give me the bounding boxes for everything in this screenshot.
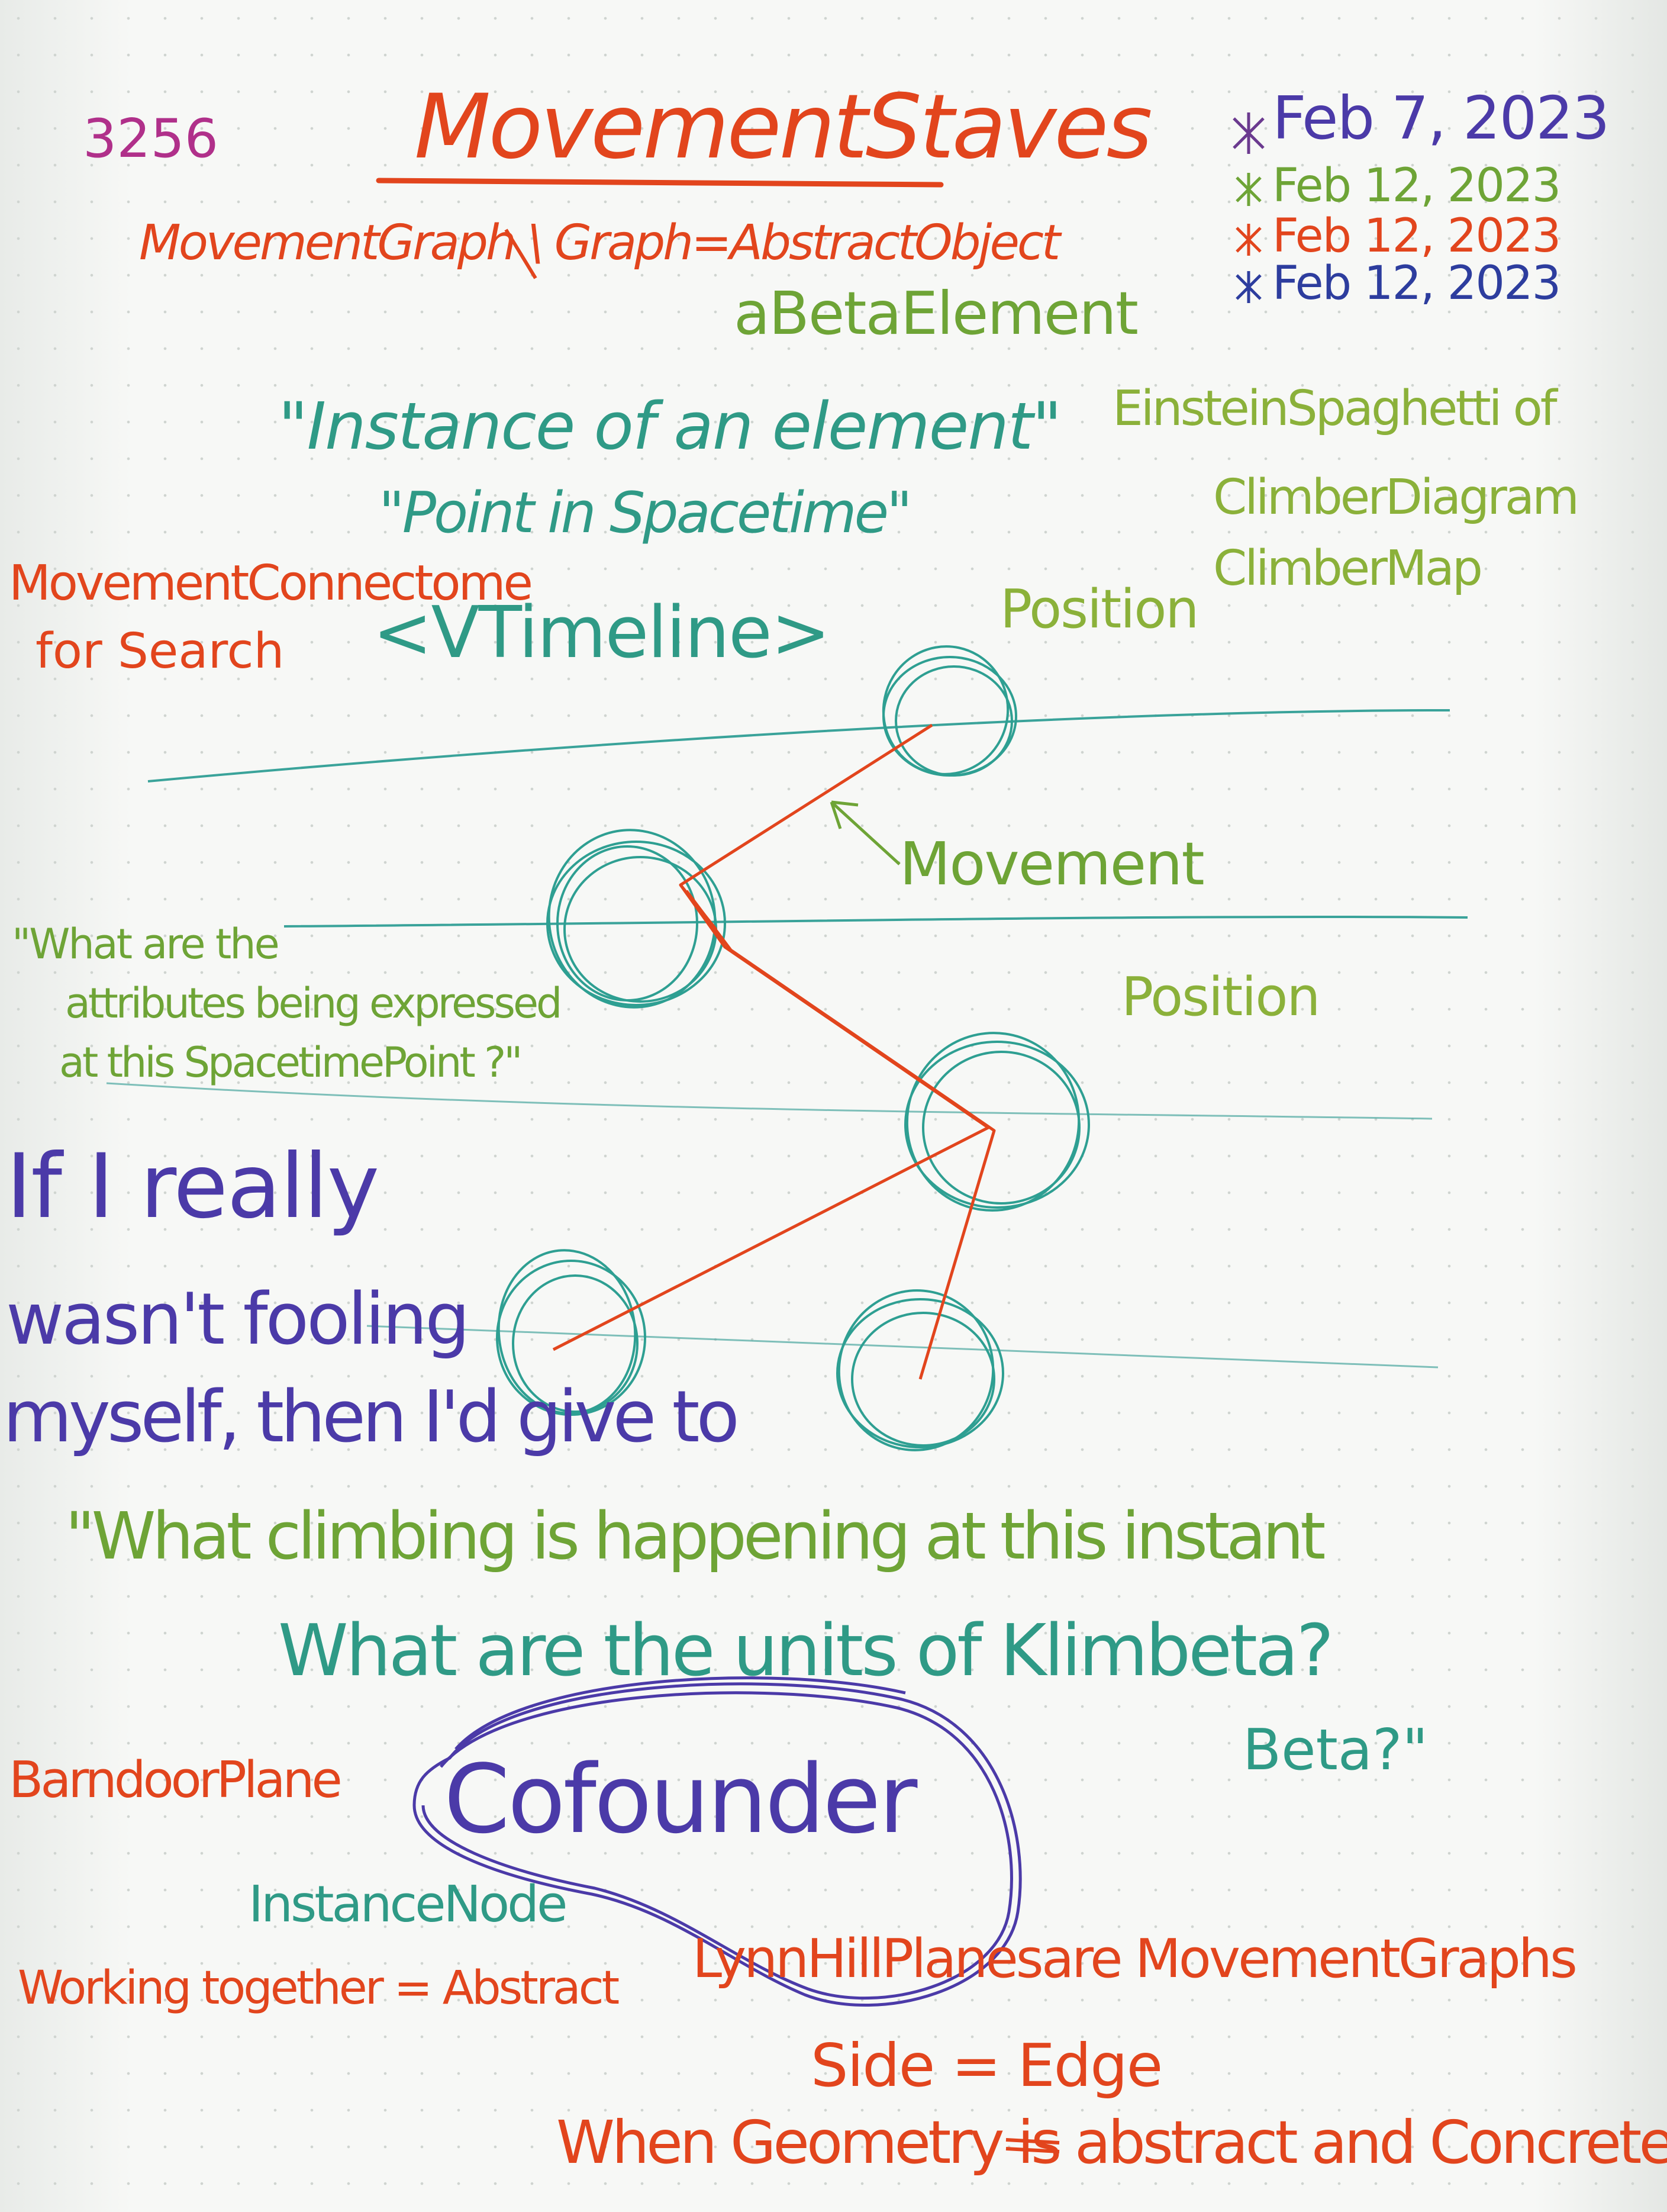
- spaghetti-line-1: EinsteinSpaghetti of: [1113, 381, 1558, 437]
- date-stars: [1233, 112, 1265, 303]
- subtitle-divider: [504, 228, 537, 279]
- position-circle-top: [882, 645, 1017, 777]
- staff-line: [283, 915, 1468, 928]
- connectome-line-2: for Search: [36, 623, 285, 680]
- date-2: Feb 12, 2023: [1272, 159, 1561, 212]
- position-circle-right: [904, 1032, 1090, 1212]
- side-edge: Side = Edge: [811, 2031, 1163, 2100]
- subtitle-line: MovementGraph \ Graph=AbstractObject: [139, 215, 1060, 271]
- movement-arrow: [830, 800, 901, 865]
- staff-line: [366, 1325, 1439, 1369]
- beta-element-label: aBetaElement: [734, 279, 1139, 348]
- date-1: Feb 7, 2023: [1272, 83, 1610, 153]
- position-circle-bottom-left: [496, 1249, 646, 1416]
- units-question: What are the units of Klimbeta?: [278, 1610, 1334, 1692]
- spaghetti-line-2: ClimberDiagram: [1213, 469, 1579, 526]
- fooling-line-3: myself, then I'd give to: [3, 1376, 740, 1458]
- date-3: Feb 12, 2023: [1272, 210, 1561, 263]
- geometry-line: When Geometry is abstract and Concrete: [556, 2108, 1667, 2177]
- position-label-top: Position: [1000, 578, 1199, 640]
- page-title: MovementStaves: [414, 76, 1153, 179]
- scribble: [1005, 2138, 1060, 2153]
- quote-instance: "Instance of an element": [278, 388, 1062, 464]
- beta-question: Beta?": [1243, 1718, 1429, 1783]
- instance-node: InstanceNode: [249, 1875, 568, 1934]
- connectome-line-1: MovementConnectome: [9, 555, 533, 611]
- barndoor-plane: BarndoorPlane: [9, 1751, 343, 1809]
- attributes-question-3: at this SpacetimePoint ?": [59, 1038, 523, 1087]
- fooling-line-1: If I really: [6, 1135, 379, 1238]
- fooling-line-2: wasn't fooling: [6, 1279, 470, 1361]
- spaghetti-line-3: ClimberMap: [1213, 540, 1483, 597]
- note-number: 3256: [83, 108, 219, 170]
- movement-path: [552, 723, 996, 1380]
- quote-point: "Point in Spacetime": [379, 481, 913, 546]
- are-movement-graphs: are MovementGraphs: [1042, 1928, 1578, 1990]
- attributes-question-1: "What are the: [12, 920, 280, 968]
- cofounder-word: Cofounder: [444, 1744, 917, 1854]
- lynn-hill-planes: LynnHillPlanes: [692, 1928, 1044, 1990]
- position-circle-bottom-right: [836, 1289, 1004, 1451]
- title-underline: [376, 178, 944, 188]
- climbing-question: "What climbing is happening at this inst…: [65, 1498, 1326, 1574]
- working-together: Working together = Abstract: [18, 1962, 620, 2015]
- position-label-mid: Position: [1121, 966, 1320, 1028]
- cofounder-outline: [412, 1676, 1022, 2007]
- attributes-question-2: attributes being expressed: [65, 979, 562, 1028]
- position-circle-mid: [546, 829, 726, 1009]
- date-4: Feb 12, 2023: [1272, 257, 1561, 310]
- timeline-label: <VTimeline>: [373, 592, 830, 674]
- movement-label: Movement: [899, 829, 1205, 899]
- staff-line: [147, 709, 1450, 783]
- staff-line: [106, 1082, 1433, 1120]
